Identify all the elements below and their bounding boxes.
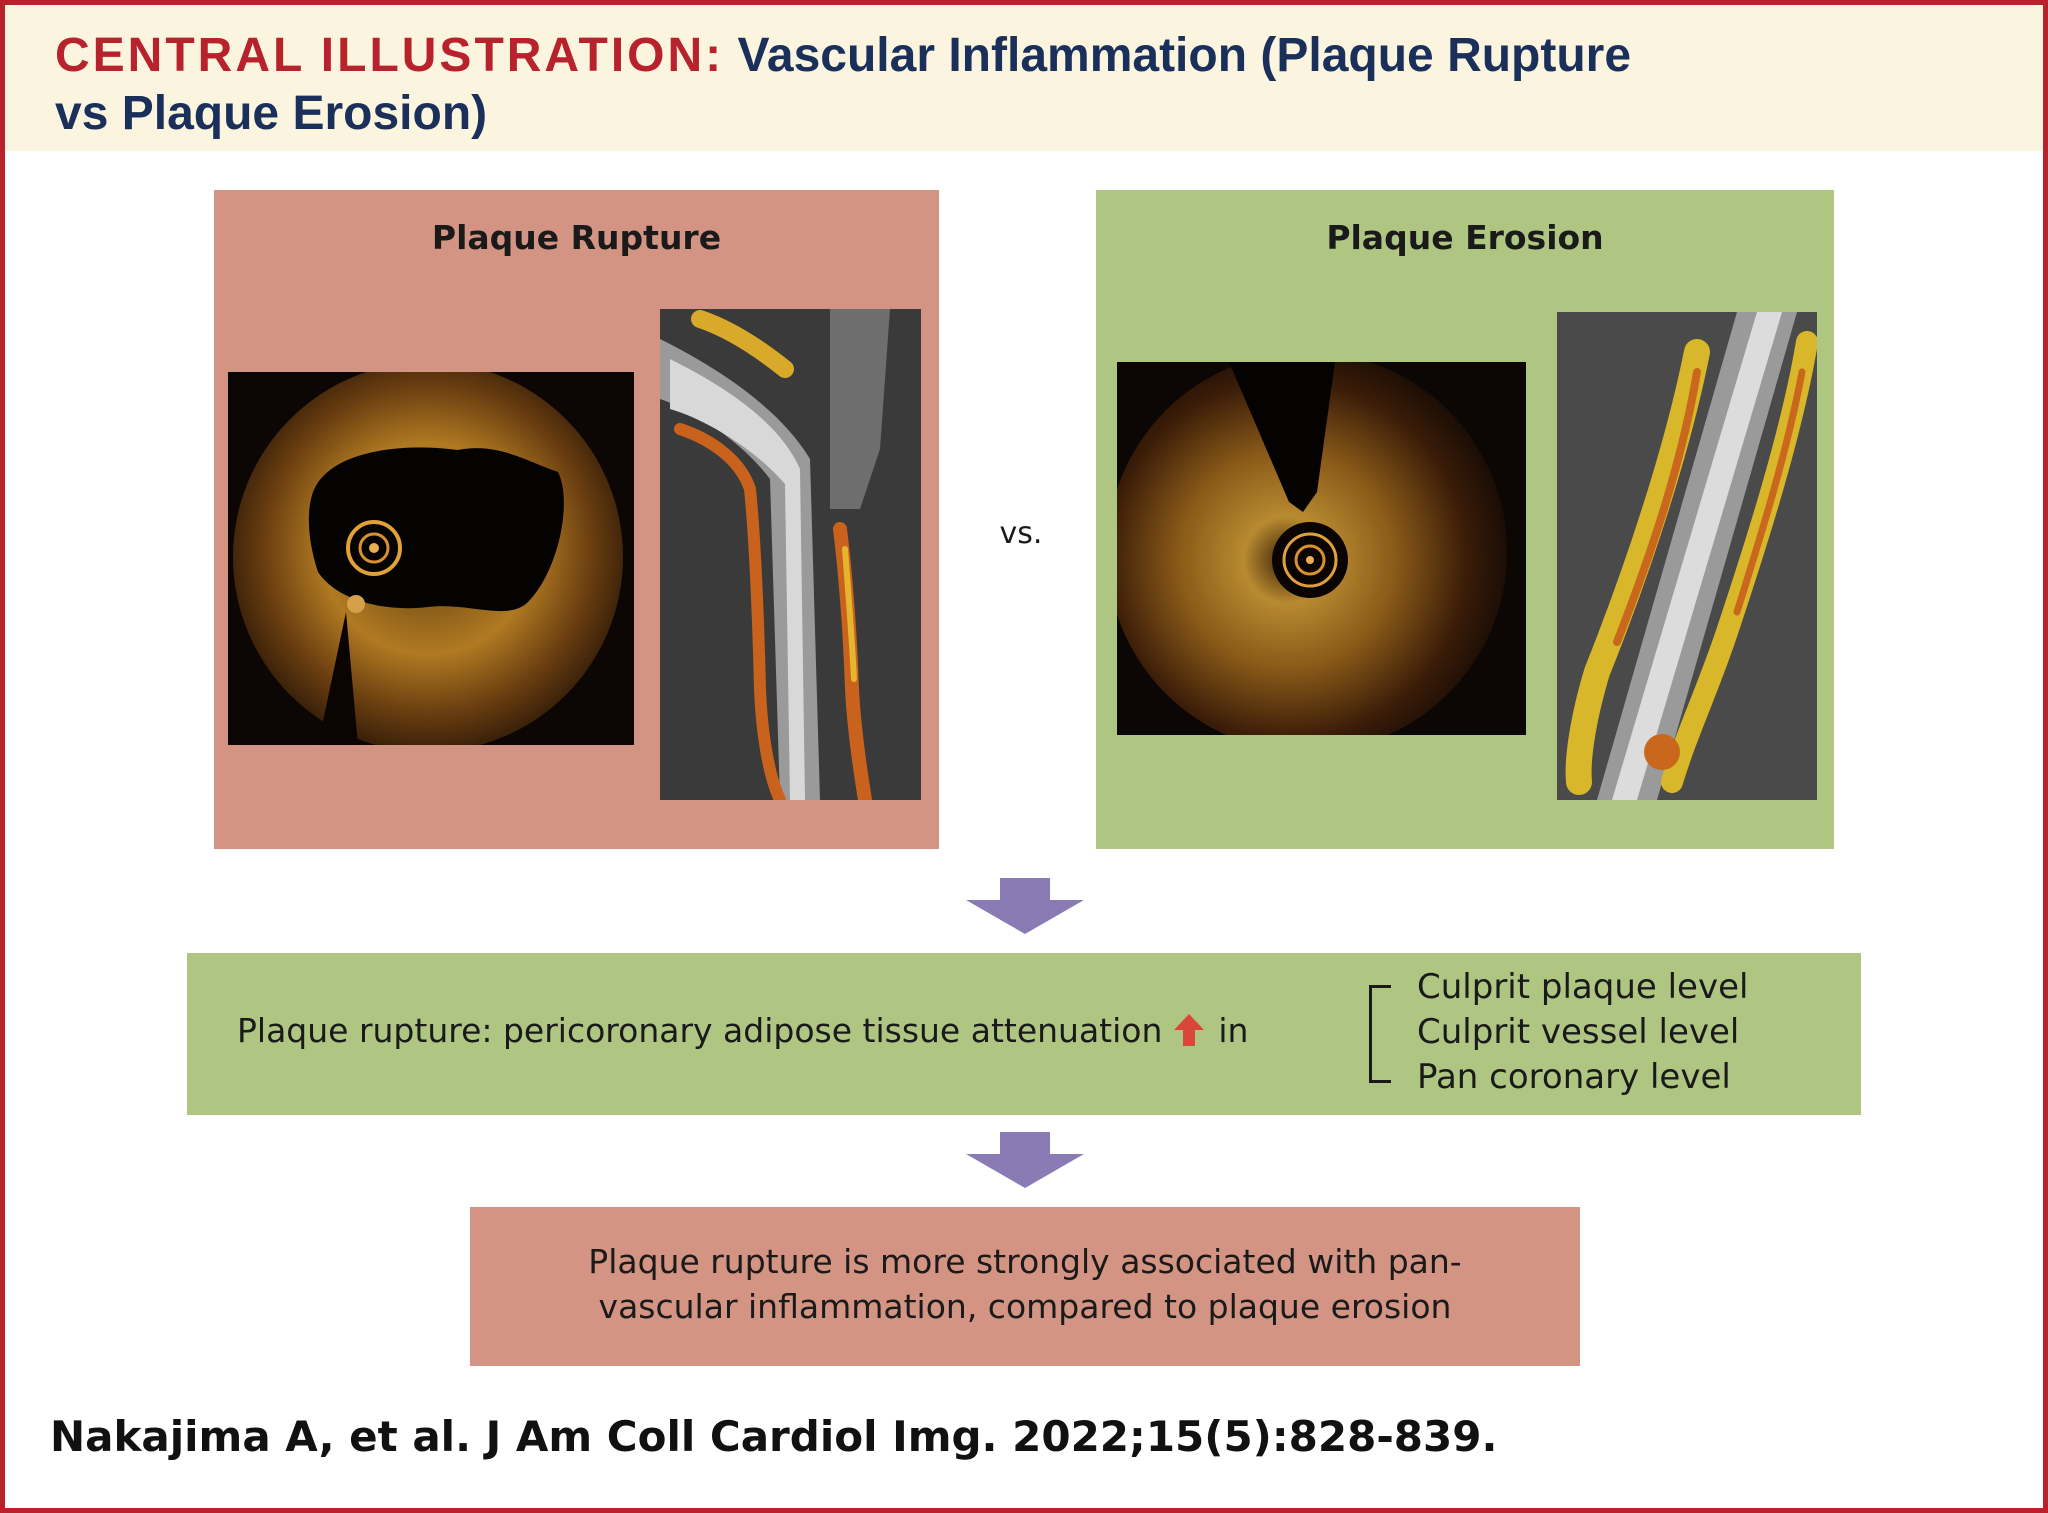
levels-list: Culprit plaque level Culprit vessel leve…: [1417, 965, 1748, 1100]
level-pan-coronary: Pan coronary level: [1417, 1057, 1731, 1097]
rupture-ct-image: [660, 309, 921, 800]
conclusion-text: Plaque rupture is more strongly associat…: [490, 1239, 1560, 1329]
header-banner: CENTRAL ILLUSTRATION: Vascular Inflammat…: [5, 5, 2043, 151]
finding-text-in: in: [1218, 1011, 1249, 1050]
levels-bracket: [1369, 985, 1391, 1083]
rupture-oct-image: [228, 372, 634, 745]
conclusion-box: Plaque rupture is more strongly associat…: [470, 1207, 1580, 1366]
down-arrow-icon: [966, 1132, 1084, 1188]
level-culprit-vessel: Culprit vessel level: [1417, 1012, 1740, 1052]
finding-text-main: Plaque rupture: pericoronary adipose tis…: [237, 1011, 1163, 1050]
arrow-up-icon: [1174, 1014, 1205, 1046]
title-line1: Vascular Inflammation (Plaque Rupture: [737, 29, 1632, 82]
finding-text: Plaque rupture: pericoronary adipose tis…: [237, 1011, 1248, 1050]
plaque-rupture-title: Plaque Rupture: [431, 218, 722, 257]
title-line2: vs Plaque Erosion): [55, 87, 488, 140]
level-culprit-plaque: Culprit plaque level: [1417, 967, 1749, 1007]
erosion-oct-image: [1117, 362, 1526, 735]
conclusion-line2: vascular inflammation, compared to plaqu…: [598, 1287, 1452, 1326]
plaque-erosion-title: Plaque Erosion: [1326, 218, 1604, 257]
down-arrow-icon: [966, 878, 1084, 934]
finding-box: Plaque rupture: pericoronary adipose tis…: [187, 953, 1861, 1115]
citation: Nakajima A, et al. J Am Coll Cardiol Img…: [50, 1412, 1498, 1461]
erosion-ct-image: [1557, 312, 1817, 800]
plaque-erosion-panel: Plaque Erosion: [1096, 190, 1834, 849]
conclusion-line1: Plaque rupture is more strongly associat…: [588, 1242, 1462, 1281]
page-title: CENTRAL ILLUSTRATION: Vascular Inflammat…: [55, 27, 1915, 143]
vs-label: vs.: [999, 516, 1043, 551]
title-prefix: CENTRAL ILLUSTRATION:: [55, 29, 725, 82]
plaque-rupture-panel: Plaque Rupture: [214, 190, 939, 849]
